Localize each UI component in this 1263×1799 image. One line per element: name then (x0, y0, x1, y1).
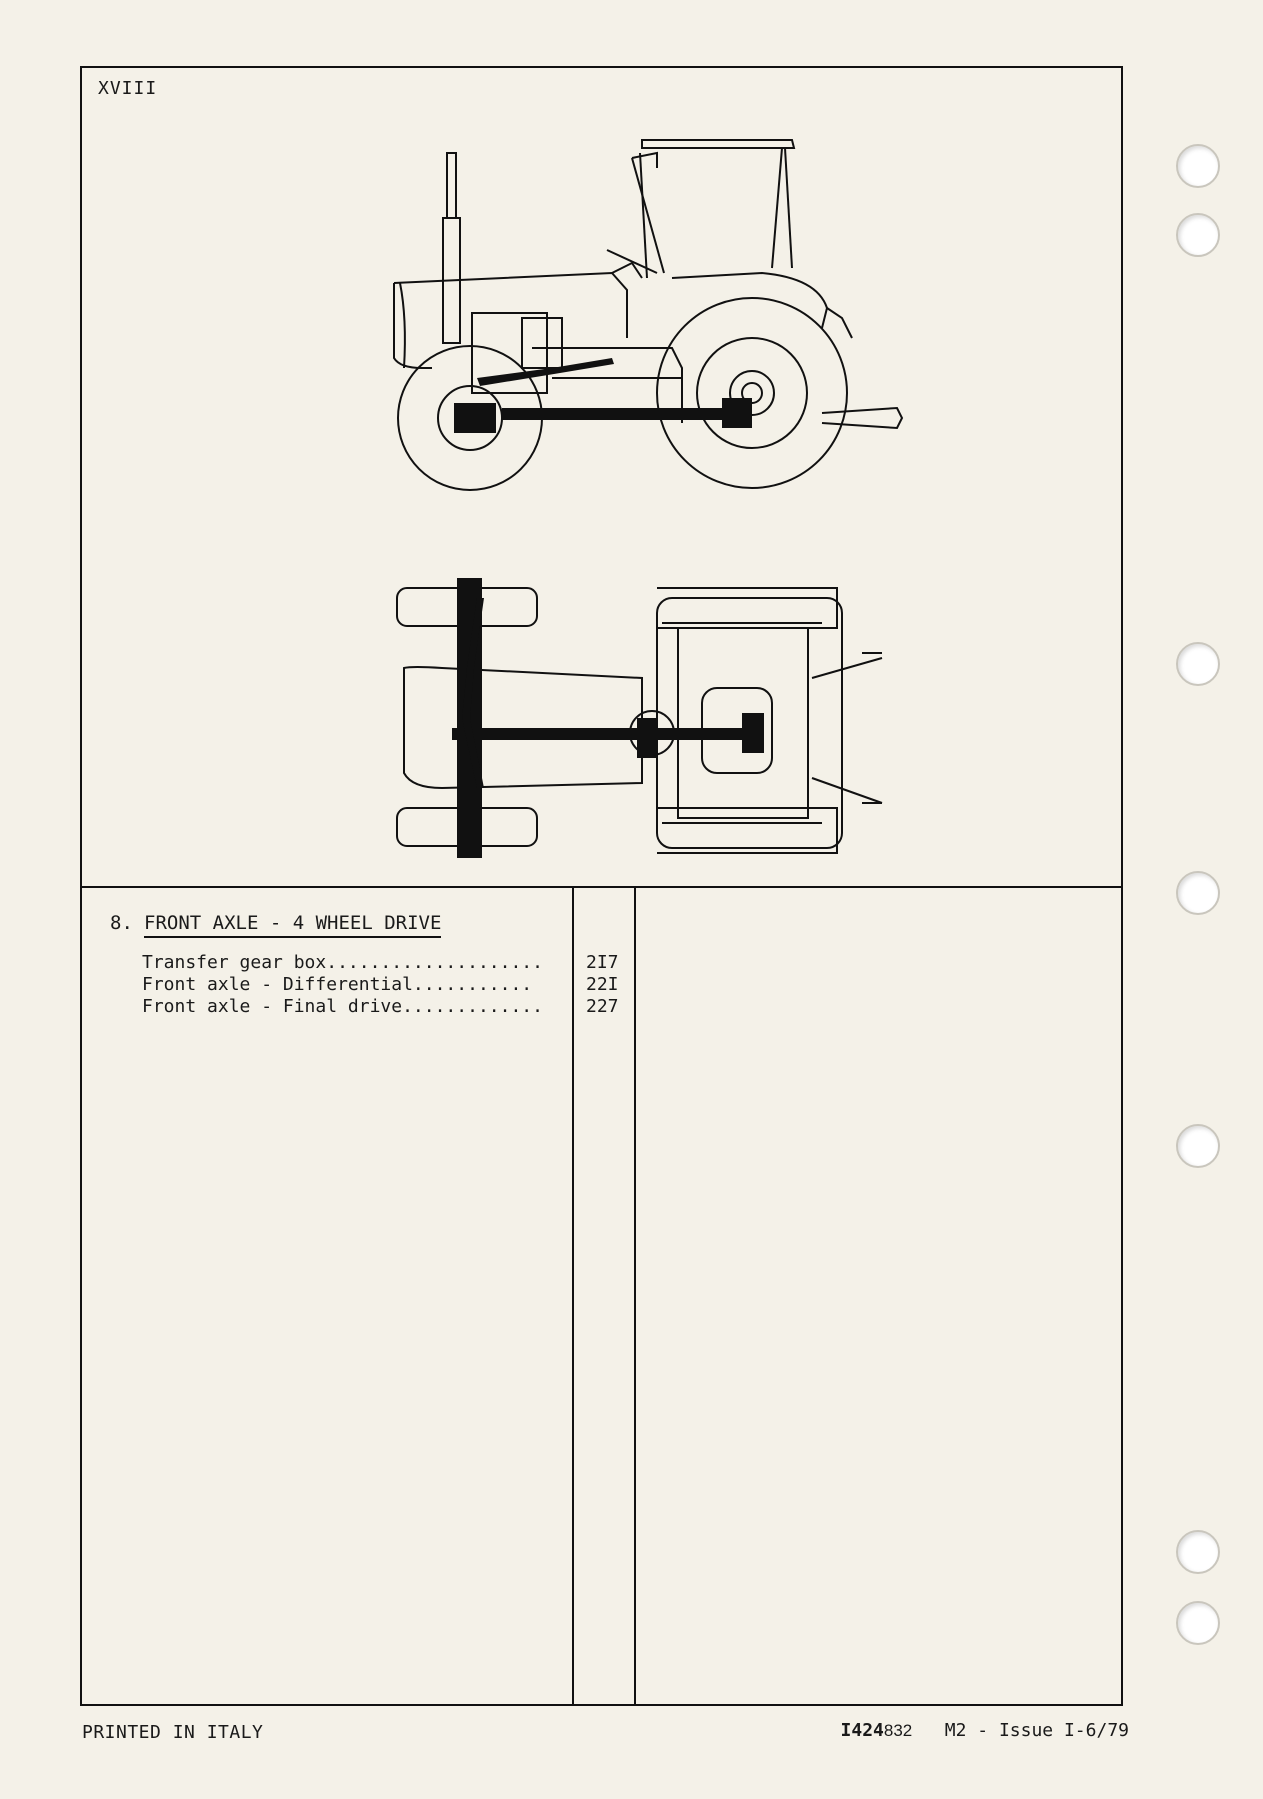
punch-hole-icon (1176, 642, 1220, 686)
punch-hole-icon (1176, 1601, 1220, 1645)
page-number-column: 2I7 22I 227 (574, 888, 636, 1706)
section-number: 8. (110, 912, 133, 934)
section-title: FRONT AXLE - 4 WHEEL DRIVE (144, 912, 442, 938)
punch-hole-icon (1176, 213, 1220, 257)
footer-printed: PRINTED IN ITALY (82, 1722, 264, 1743)
page-frame: XVIII (80, 66, 1123, 1706)
toc-item: Front axle - Final drive............. (142, 996, 543, 1017)
toc-item: Transfer gear box.................... (142, 952, 543, 973)
footer-issue-text: M2 - Issue I-6/79 (944, 1720, 1129, 1741)
footer-code-suffix: 832 (883, 1721, 913, 1740)
toc-item: Front axle - Differential........... (142, 974, 533, 995)
toc-list: Transfer gear box.................... Fr… (142, 952, 543, 1018)
punch-hole-icon (1176, 1530, 1220, 1574)
toc-page-number: 227 (586, 996, 619, 1017)
footer-code: I424 (840, 1720, 884, 1741)
footer-issue: I424832 M2 - Issue I-6/79 (841, 1720, 1129, 1741)
toc-pages: 2I7 22I 227 (586, 952, 619, 1018)
punch-hole-icon (1176, 144, 1220, 188)
punch-hole-icon (1176, 871, 1220, 915)
tractor-side-view (393, 139, 904, 858)
figure-area (82, 68, 1121, 888)
page-number-roman: XVIII (98, 78, 158, 99)
blank-column (636, 888, 1123, 1706)
toc-page-number: 22I (586, 974, 619, 995)
contents-column: 8. FRONT AXLE - 4 WHEEL DRIVE Transfer ge… (82, 888, 574, 1706)
toc-page-number: 2I7 (586, 952, 619, 973)
punch-hole-icon (1176, 1124, 1220, 1168)
section-heading: 8. FRONT AXLE - 4 WHEEL DRIVE (110, 912, 442, 938)
